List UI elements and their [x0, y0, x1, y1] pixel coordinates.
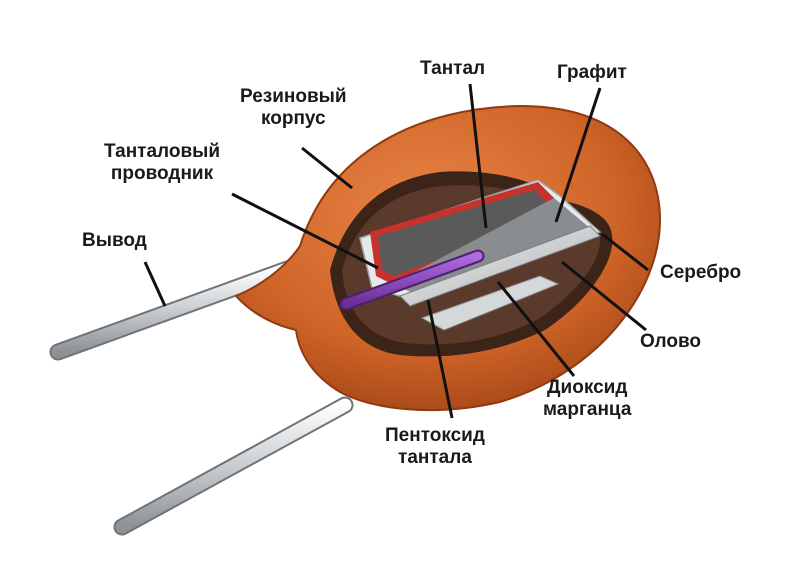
label-silver: Серебро: [660, 262, 742, 283]
lead-wires: [49, 259, 354, 536]
label-lead: Вывод: [82, 230, 147, 251]
label-tantalum-wire: Танталовый проводник: [104, 141, 221, 184]
label-tantalum: Тантал: [420, 58, 486, 79]
leader-lines: [143, 83, 649, 419]
label-graphite: Графит: [557, 62, 627, 83]
label-tantalum-pentoxide: Пентоксид тантала: [385, 425, 485, 468]
capacitor-internals: [339, 179, 602, 331]
label-rubber-case: Резиновый корпус: [240, 86, 347, 129]
label-tin: Олово: [640, 331, 701, 352]
label-manganese-dioxide: Диоксид марганца: [543, 377, 632, 420]
